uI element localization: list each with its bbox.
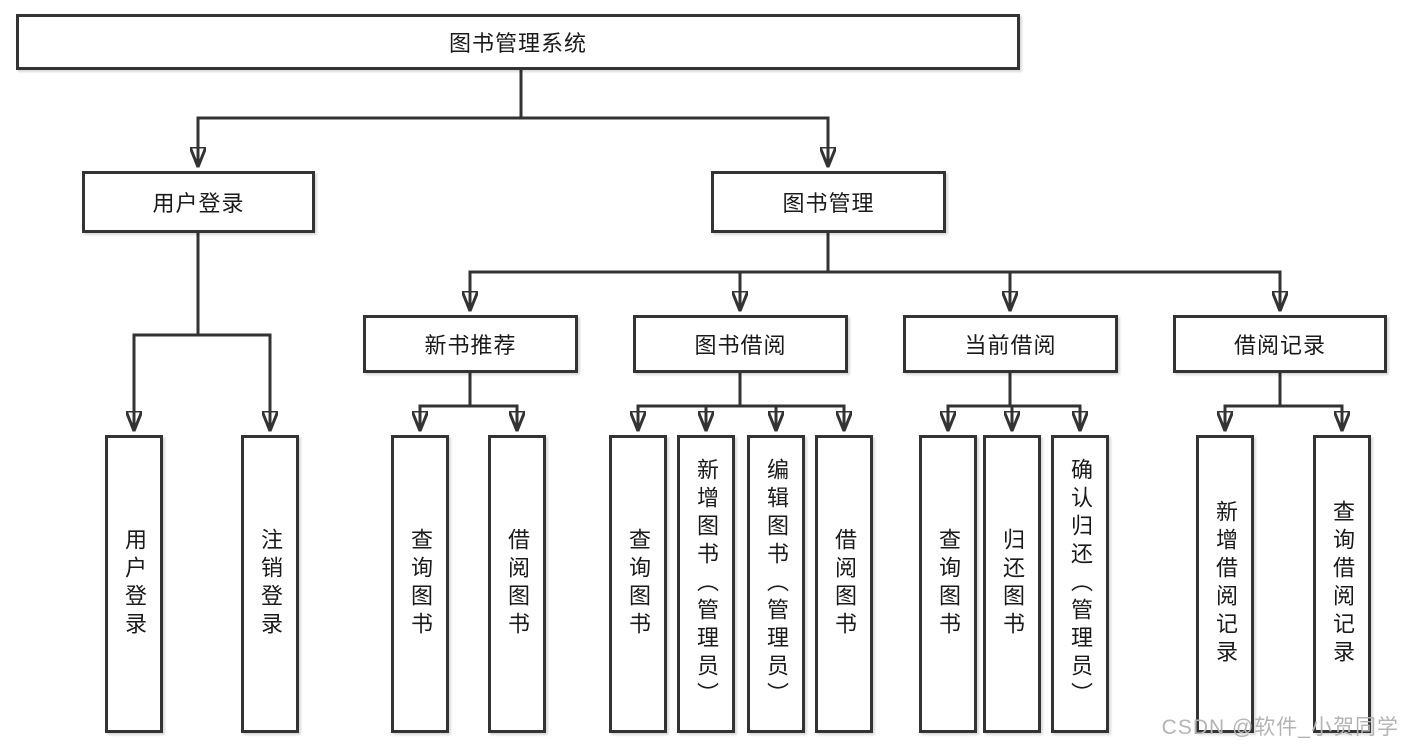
- leaf-logout: 注销登录: [241, 435, 299, 733]
- node-root: 图书管理系统: [16, 14, 1020, 70]
- leaf-confirm-return-admin: 确认归还（管理员）: [1051, 435, 1109, 733]
- leaf-borrow-books-recommend: 借阅图书: [488, 435, 546, 733]
- node-book-borrow: 图书借阅: [633, 315, 848, 373]
- node-label: 查询借阅记录: [1330, 500, 1355, 668]
- node-label: 借阅图书: [832, 528, 857, 640]
- node-label: 查询图书: [626, 528, 651, 640]
- leaf-edit-book-admin: 编辑图书（管理员）: [747, 435, 805, 733]
- leaf-add-book-admin: 新增图书（管理员）: [677, 435, 735, 733]
- leaf-user-login: 用户登录: [105, 435, 163, 733]
- node-borrow-records: 借阅记录: [1173, 315, 1387, 373]
- node-label: 图书管理系统: [448, 31, 587, 56]
- leaf-return-book: 归还图书: [983, 435, 1041, 733]
- node-label: 借阅图书: [505, 528, 530, 640]
- node-user-login: 用户登录: [82, 171, 315, 233]
- leaf-query-books-recommend: 查询图书: [391, 435, 449, 733]
- node-label: 当前借阅: [964, 333, 1057, 358]
- watermark: CSDN @软件_小贺同学: [1161, 716, 1399, 739]
- node-current-borrow: 当前借阅: [903, 315, 1118, 373]
- node-label: 新增图书（管理员）: [694, 458, 719, 710]
- node-label: 借阅记录: [1233, 333, 1326, 358]
- node-label: 注销登录: [258, 528, 283, 640]
- node-label: 归还图书: [1000, 528, 1025, 640]
- node-label: 用户登录: [122, 528, 147, 640]
- leaf-add-borrow-record: 新增借阅记录: [1196, 435, 1254, 733]
- node-label: 查询图书: [936, 528, 961, 640]
- node-label: 编辑图书（管理员）: [764, 458, 789, 710]
- leaf-borrow-books: 借阅图书: [815, 435, 873, 733]
- node-label: 图书借阅: [694, 333, 787, 358]
- node-label: 图书管理: [782, 191, 875, 216]
- node-label: 新增借阅记录: [1213, 500, 1238, 668]
- node-label: 用户登录: [152, 191, 245, 216]
- node-label: 查询图书: [408, 528, 433, 640]
- node-label: 确认归还（管理员）: [1068, 458, 1093, 710]
- leaf-query-books-borrow: 查询图书: [609, 435, 667, 733]
- leaf-query-books-current: 查询图书: [919, 435, 977, 733]
- node-new-book-recommend: 新书推荐: [363, 315, 578, 373]
- node-label: 新书推荐: [424, 333, 517, 358]
- node-book-management: 图书管理: [711, 171, 946, 233]
- leaf-query-borrow-record: 查询借阅记录: [1313, 435, 1371, 733]
